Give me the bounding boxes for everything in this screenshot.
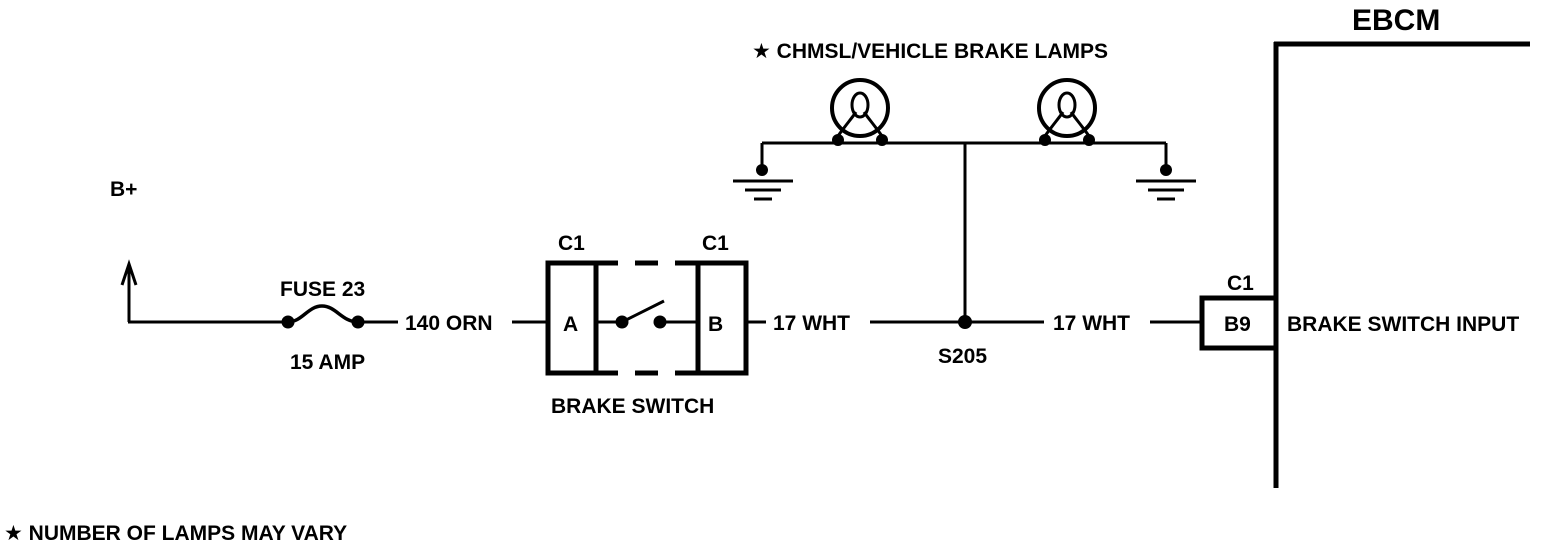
ebcm-connector-label: C1 bbox=[1227, 272, 1254, 295]
ebcm-name: EBCM bbox=[1352, 4, 1440, 37]
brake-switch-name: BRAKE SWITCH bbox=[551, 395, 714, 418]
supply-arrow-icon bbox=[120, 259, 138, 322]
ebcm-module: EBCM C1 B9 BRAKE SWITCH INPUT bbox=[1199, 4, 1530, 488]
switch-housing-dashes bbox=[596, 260, 698, 376]
supply-label: B+ bbox=[110, 178, 137, 201]
lamps-label: ★ CHMSL/VEHICLE BRAKE LAMPS bbox=[752, 40, 1108, 63]
lamp-bulb-icon bbox=[830, 78, 890, 146]
connector-a-block bbox=[545, 260, 599, 376]
fuse-rating: 15 AMP bbox=[290, 351, 365, 374]
connector-b-block bbox=[695, 260, 749, 376]
ebcm-pin-label: B9 bbox=[1224, 313, 1251, 336]
ebcm-pin-block bbox=[1199, 295, 1279, 351]
splice-label: S205 bbox=[938, 345, 987, 368]
switch-contact-icon bbox=[596, 299, 698, 329]
pin-b-label: B bbox=[708, 313, 723, 336]
lamp-bulb-icon bbox=[1037, 78, 1097, 146]
wire-label-orn: 140 ORN bbox=[405, 312, 493, 335]
brake-switch-connector-left: C1 bbox=[558, 232, 585, 255]
brake-switch-connector-right: C1 bbox=[702, 232, 729, 255]
wire-label-wht-1: 17 WHT bbox=[773, 312, 850, 335]
footnote: ★ NUMBER OF LAMPS MAY VARY bbox=[4, 522, 347, 545]
pin-a-label: A bbox=[563, 313, 578, 336]
fuse-name: FUSE 23 bbox=[280, 278, 365, 301]
ground-icon bbox=[1136, 143, 1196, 201]
ebcm-input-label: BRAKE SWITCH INPUT bbox=[1287, 313, 1519, 336]
wire-label-wht-2: 17 WHT bbox=[1053, 312, 1130, 335]
ground-icon bbox=[733, 143, 793, 201]
fuse-icon bbox=[281, 304, 365, 329]
brake-switch: C1 C1 A B BRAKE SWITCH bbox=[545, 232, 749, 418]
